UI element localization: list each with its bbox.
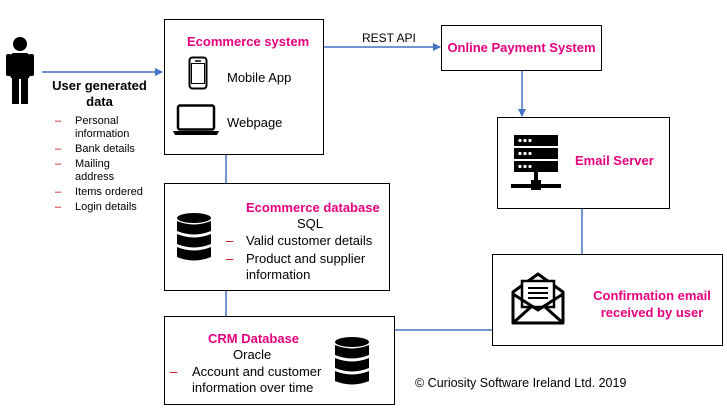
user-data-list: –Personal information –Bank details –Mai… (55, 115, 165, 216)
list-item: –Account and customer information over t… (170, 364, 322, 395)
list-item: –Bank details (55, 143, 135, 155)
crm-database-list: –Account and customer information over t… (170, 364, 335, 398)
email-server-title: Email Server (575, 153, 654, 168)
payment-system-box (441, 25, 602, 71)
list-item: –Personal information (55, 115, 130, 140)
laptop-icon (173, 104, 219, 135)
crm-database-subtitle: Oracle (233, 347, 272, 362)
list-item: –Mailing address (55, 158, 115, 183)
ecommerce-system-title: Ecommerce system (187, 34, 310, 49)
open-envelope-icon (511, 272, 565, 325)
crm-database-title: CRM Database (208, 331, 300, 346)
rest-api-label: REST API (362, 31, 416, 45)
webpage-label: Webpage (227, 115, 283, 130)
user-icon (6, 37, 34, 104)
ecommerce-database-subtitle: SQL (297, 216, 324, 231)
server-icon (511, 135, 561, 190)
list-item: –Product and supplier information (226, 251, 366, 282)
payment-system-title: Online Payment System (447, 40, 596, 55)
confirmation-email-title: Confirmation email received by user (593, 288, 711, 320)
list-item: –Items ordered (55, 186, 143, 198)
user-data-title: User generated data (52, 78, 147, 109)
list-item: –Valid customer details (226, 233, 373, 248)
copyright-text: © Curiosity Software Ireland Ltd. 2019 (415, 376, 627, 390)
mobile-app-label: Mobile App (227, 70, 292, 85)
email-server-box (497, 117, 670, 209)
list-item: –Login details (55, 201, 137, 213)
ecommerce-database-title: Ecommerce database (246, 200, 380, 215)
database-icon (177, 213, 211, 261)
crm-database-box (164, 316, 395, 405)
mobile-phone-icon (188, 56, 208, 90)
database-icon (335, 337, 369, 385)
ecommerce-database-list: –Valid customer details –Product and sup… (226, 233, 386, 285)
